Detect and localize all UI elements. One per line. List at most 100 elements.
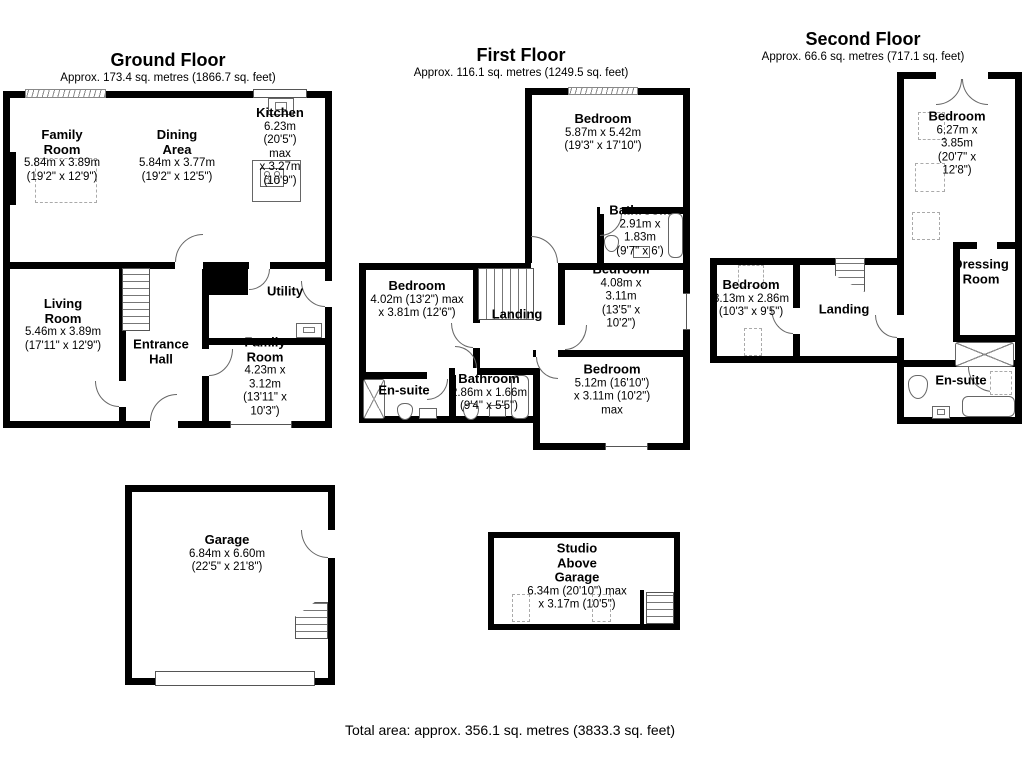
room-label-utility: Utility <box>267 284 303 300</box>
wall <box>997 242 1022 249</box>
room-dims: 5.12m (16'10") x 3.11m (10'2") max <box>573 376 651 417</box>
rug-icon <box>35 158 97 203</box>
sink-icon <box>296 323 322 338</box>
wall <box>119 262 126 428</box>
door-gap <box>897 315 904 338</box>
shower-icon <box>363 379 385 419</box>
room-label-family-room: Family Room 5.84m x 3.89m (19'2" x 12'9"… <box>23 126 101 184</box>
door-arc-icon <box>95 381 119 407</box>
door-gap <box>175 262 203 269</box>
sink-icon <box>268 98 294 115</box>
sink-icon <box>932 406 950 419</box>
room-name: Bedroom <box>388 278 446 294</box>
dashed-box-icon <box>738 265 764 287</box>
door-arc-icon <box>531 236 558 263</box>
door-arc-icon <box>301 530 328 558</box>
stairs-icon <box>646 592 674 624</box>
dashed-box-icon <box>592 594 611 622</box>
door-gap <box>936 72 988 79</box>
room-name: Bedroom <box>928 108 986 124</box>
room-name: Living Room <box>43 295 83 326</box>
door-gap <box>558 325 565 350</box>
door-arc-icon <box>209 349 233 376</box>
wall <box>125 485 132 685</box>
wall <box>793 334 800 363</box>
first-floor-header: First Floor Approx. 116.1 sq. metres (12… <box>414 45 629 79</box>
room-label-studio: Studio Above Garage 6.34m (20'10") max x… <box>527 540 627 613</box>
room-name: Bedroom <box>583 361 641 377</box>
door-arc-icon <box>427 379 448 400</box>
wall <box>3 262 332 269</box>
room-name: Family Room <box>41 126 83 157</box>
toilet-icon <box>397 403 413 420</box>
second-floor-area: Approx. 66.6 sq. metres (717.1 sq. feet) <box>761 50 965 63</box>
door-arc-icon <box>150 394 177 421</box>
room-dims: 6.84m x 6.60m (22'5" x 21'8") <box>188 547 266 574</box>
wall <box>359 263 690 270</box>
room-label-en-suite-2: En-suite <box>935 373 986 389</box>
bath-icon <box>668 213 683 258</box>
sink-icon <box>419 408 437 419</box>
room-name: Dressing Room <box>953 256 1009 286</box>
wall <box>3 91 10 428</box>
door-arc-icon <box>301 281 325 307</box>
door-arc-icon <box>962 79 988 105</box>
wall <box>558 263 565 357</box>
room-dims: 6.34m (20'10") max x 3.17m (10'5") <box>527 585 627 611</box>
stairs-icon <box>295 602 328 639</box>
total-area-text: Total area: approx. 356.1 sq. metres (38… <box>345 722 675 738</box>
door-arc-icon <box>875 315 897 338</box>
toilet-icon <box>604 235 619 252</box>
room-label-living-room: Living Room 5.46m x 3.89m (17'11" x 12'9… <box>25 295 101 353</box>
stairs-icon <box>122 268 150 331</box>
room-dims: 6.27m x 3.85m (20'7" x 12'8") <box>936 124 978 177</box>
ground-floor-plan: Family Room 5.84m x 3.89m (19'2" x 12'9"… <box>3 89 332 428</box>
ground-floor-area: Approx. 173.4 sq. metres (1866.7 sq. fee… <box>60 71 276 84</box>
bath-icon <box>962 396 1015 417</box>
door-gap <box>600 207 622 214</box>
dashed-box-icon <box>912 212 940 240</box>
room-label-en-suite: En-suite <box>378 383 429 399</box>
door-gap <box>455 368 477 375</box>
second-floor-plan: Bedroom 6.27m x 3.85m (20'7" x 12'8") Be… <box>710 72 1022 424</box>
door-gap <box>473 323 480 348</box>
room-dims: 4.02m (13'2") max x 3.81m (12'6") <box>370 293 464 320</box>
room-name: Bedroom <box>722 277 780 293</box>
wall <box>488 624 680 630</box>
first-floor-area: Approx. 116.1 sq. metres (1249.5 sq. fee… <box>413 66 629 79</box>
wall <box>597 207 690 214</box>
sink-icon <box>633 246 650 258</box>
room-label-landing: Landing <box>492 307 543 323</box>
room-label-dining-area: Dining Area 5.84m x 3.77m (19'2" x 12'5"… <box>139 127 215 184</box>
room-label-bedroom-1: Bedroom 5.87m x 5.42m (19'3" x 17'10") <box>564 112 641 154</box>
dashed-box-icon <box>990 371 1012 395</box>
window-icon <box>253 89 307 98</box>
chimney-block <box>3 152 16 205</box>
garage-door <box>155 671 315 686</box>
wall <box>473 263 480 372</box>
window-icon <box>683 293 690 330</box>
room-name: Landing <box>818 301 870 317</box>
toilet-icon <box>908 375 928 399</box>
wall <box>449 368 540 375</box>
door-gap <box>202 349 209 376</box>
door-arc-icon <box>175 234 203 262</box>
garage-plan: Garage 6.84m x 6.60m (22'5" x 21'8") <box>125 485 335 686</box>
room-label-bathroom-1: Bathroom 2.91m x 1.83m (9'7" x 6') <box>609 203 670 258</box>
room-label-kitchen: Kitchen 6.23m (20'5") max x 3.27m (10'9"… <box>254 105 306 188</box>
wall <box>449 368 456 423</box>
room-label-bedroom-2: Bedroom 4.02m (13'2") max x 3.81m (12'6"… <box>370 279 463 321</box>
wall <box>793 258 800 308</box>
wall <box>897 338 904 424</box>
room-name: Bedroom <box>592 261 650 277</box>
room-name: Studio Above Garage <box>554 540 600 585</box>
ground-floor-title: Ground Floor <box>110 50 226 70</box>
door-gap <box>150 421 178 428</box>
toilet-icon <box>463 403 479 420</box>
room-label-garage: Garage 6.84m x 6.60m (22'5" x 21'8") <box>189 533 265 575</box>
chimney-block <box>202 262 248 295</box>
stove-icon <box>260 168 284 187</box>
ground-floor-header: Ground Floor Approx. 173.4 sq. metres (1… <box>60 50 275 84</box>
wall <box>525 88 532 270</box>
room-dims: 5.84m x 3.89m (19'2" x 12'9") <box>23 156 101 183</box>
